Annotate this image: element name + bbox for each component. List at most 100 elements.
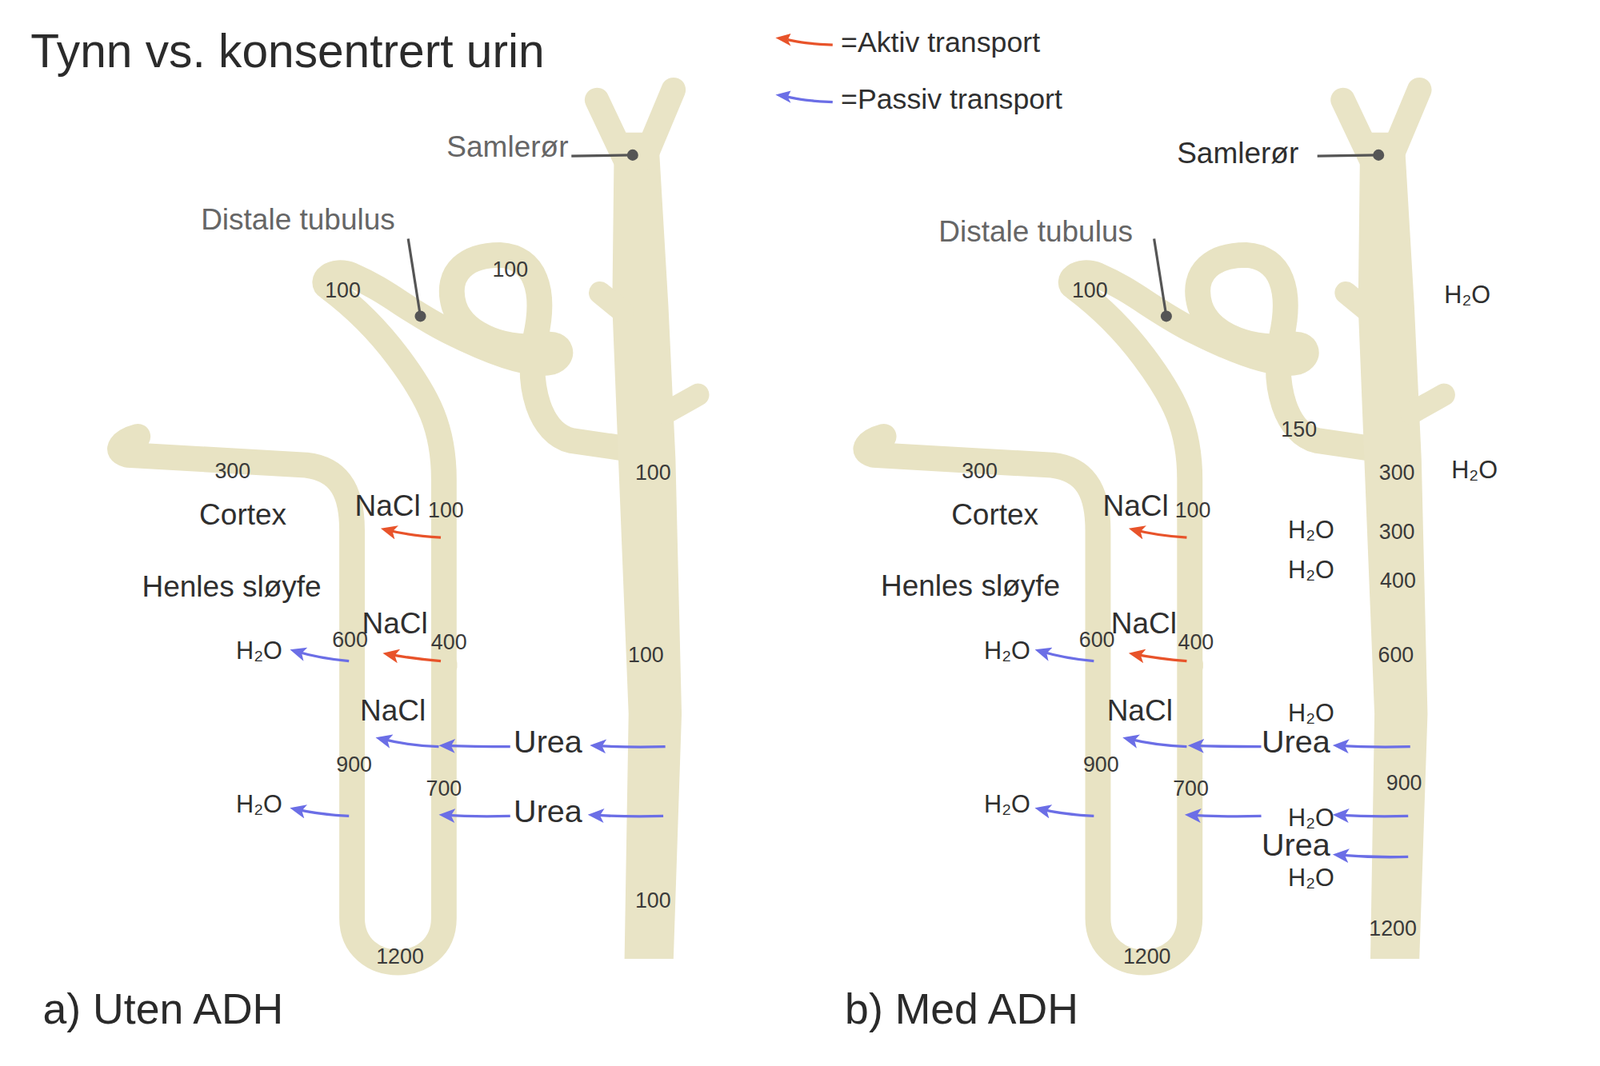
passive-arrow xyxy=(1336,855,1408,858)
osmolarity-value: 900 xyxy=(1386,771,1423,795)
passive-arrow xyxy=(1126,738,1187,747)
osmolarity-value: 900 xyxy=(1083,752,1120,776)
osmolarity-value: 700 xyxy=(1172,776,1209,800)
part-label: NaCl xyxy=(1103,491,1169,524)
osmolarity-value: 300 xyxy=(961,458,998,482)
osmolarity-value: 900 xyxy=(336,752,372,776)
active-arrow xyxy=(1132,654,1188,662)
passive-arrow xyxy=(1336,745,1411,748)
tubule-bulge xyxy=(340,584,365,600)
legend-swatch xyxy=(773,88,837,113)
passive-arrow xyxy=(593,745,665,748)
part-label: Henles sløyfe xyxy=(880,570,1060,604)
part-label: Urea xyxy=(513,795,583,830)
legend-text: =Passiv transport xyxy=(840,84,1063,117)
osmolarity-value: 300 xyxy=(1379,460,1416,484)
panel-caption: a) Uten ADH xyxy=(43,986,284,1034)
part-label: NaCl xyxy=(1107,695,1173,728)
collecting-duct xyxy=(612,132,682,960)
osmolarity-value: 1200 xyxy=(1368,916,1417,940)
duct-branch xyxy=(644,89,674,158)
legend-item: =Passiv transport xyxy=(773,84,1063,117)
part-label: Urea xyxy=(513,725,583,760)
duct-branch xyxy=(596,100,624,159)
passive-arrow xyxy=(379,738,439,747)
transport-arrows xyxy=(293,529,1410,858)
legend-text: =Aktiv transport xyxy=(840,26,1040,60)
passive-arrow xyxy=(1038,651,1094,662)
leader-dot xyxy=(627,149,639,161)
duct-branch xyxy=(600,292,623,312)
part-label: Urea xyxy=(1261,725,1331,760)
part-label: NaCl xyxy=(362,608,428,641)
osmolarity-value: 700 xyxy=(425,776,462,800)
legend-arrow-line xyxy=(788,40,833,45)
panel-caption: b) Med ADH xyxy=(844,986,1079,1034)
part-label: H₂O xyxy=(1444,281,1491,309)
legend-swatch xyxy=(773,30,837,56)
part-label: H₂O xyxy=(1288,864,1335,892)
passive-arrow xyxy=(1038,808,1094,816)
nephron-tubule xyxy=(120,255,628,964)
passive-arrow xyxy=(443,745,511,747)
osmolarity-value: 100 xyxy=(428,498,464,522)
part-label: Samlerør xyxy=(1176,137,1299,171)
leader-dot xyxy=(414,310,426,322)
passive-arrow xyxy=(1192,745,1262,747)
osmolarity-value: 400 xyxy=(1178,630,1215,654)
osmolarity-value: 600 xyxy=(1079,628,1116,652)
part-label: NaCl xyxy=(360,695,426,728)
osmolarity-value: 400 xyxy=(431,630,468,654)
part-label: H₂O xyxy=(984,792,1031,820)
part-label: H₂O xyxy=(1288,516,1335,544)
passive-arrow xyxy=(293,808,349,816)
part-label: Distale tubulus xyxy=(938,216,1133,249)
duct-branch xyxy=(665,395,699,414)
part-label: H₂O xyxy=(984,637,1031,665)
osmolarity-value: 100 xyxy=(1175,498,1212,522)
part-label: H₂O xyxy=(1288,700,1335,728)
passive-arrow xyxy=(443,815,511,817)
passive-arrow xyxy=(592,815,664,817)
osmolarity-value: 1200 xyxy=(376,944,424,968)
legend-arrow-head xyxy=(775,91,791,104)
legend-item: =Aktiv transport xyxy=(773,26,1040,60)
osmolarity-value: 400 xyxy=(1380,568,1416,592)
part-label: Henles sløyfe xyxy=(142,571,322,604)
part-label: Distale tubulus xyxy=(200,204,396,237)
osmolarity-value: 100 xyxy=(628,643,664,667)
leader-line xyxy=(571,155,633,156)
part-label: H₂O xyxy=(1288,556,1335,584)
part-label: H₂O xyxy=(236,792,283,820)
osmolarity-value: 100 xyxy=(492,257,528,281)
passive-arrow xyxy=(1188,815,1262,817)
part-label: Samlerør xyxy=(446,132,568,165)
part-label: H₂O xyxy=(1451,456,1498,484)
diagram-title: Tynn vs. konsentrert urin xyxy=(30,25,544,78)
legend-arrow-line xyxy=(788,96,833,102)
part-label: Cortex xyxy=(199,499,287,532)
osmolarity-value: 1200 xyxy=(1123,944,1172,968)
osmolarity-value: 150 xyxy=(1280,417,1317,441)
osmolarity-value: 300 xyxy=(214,458,251,482)
passive-arrow xyxy=(293,651,349,662)
active-arrow xyxy=(384,529,441,538)
osmolarity-value: 300 xyxy=(1379,520,1416,544)
part-label: Urea xyxy=(1261,828,1331,864)
osmolarity-value: 100 xyxy=(635,460,672,484)
part-label: NaCl xyxy=(355,491,421,524)
active-arrow xyxy=(386,654,441,662)
nephron-illustration xyxy=(120,89,698,963)
part-label: NaCl xyxy=(1111,608,1177,641)
nephron-illustration xyxy=(865,89,1444,963)
leader-line xyxy=(408,238,420,316)
legend-arrow-head xyxy=(775,33,791,46)
osmolarity-value: 100 xyxy=(635,888,672,912)
active-arrow xyxy=(1132,529,1188,538)
osmolarity-value: 100 xyxy=(1072,278,1108,302)
osmolarity-value: 100 xyxy=(324,278,361,302)
